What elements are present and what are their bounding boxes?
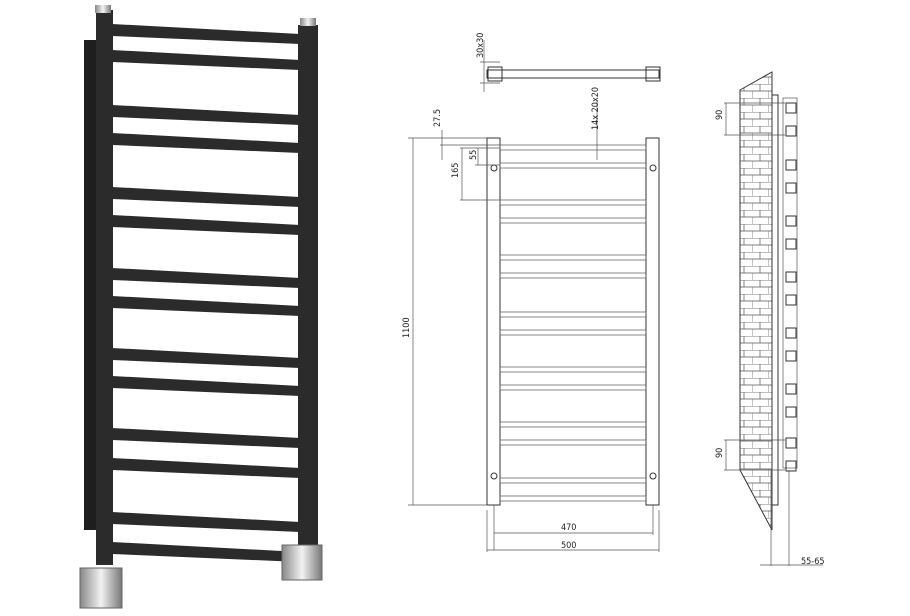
rail (112, 105, 300, 125)
rail (112, 458, 300, 478)
side-rail-section (785, 460, 797, 472)
top-view-post (645, 66, 661, 82)
wall-section (739, 71, 773, 531)
side-rail-section (785, 238, 797, 250)
valve-right (281, 544, 323, 581)
side-rail-section (785, 159, 797, 171)
left-post (96, 10, 113, 565)
side-rail-section (785, 125, 797, 137)
side-view-drawing (724, 71, 823, 566)
front-rail (499, 477, 647, 484)
front-rail (499, 421, 647, 428)
front-rail (499, 162, 647, 169)
right-post (298, 25, 318, 560)
side-rail-section (785, 182, 797, 194)
dim-width: 500 (561, 541, 576, 551)
bracket-hole (490, 164, 498, 172)
side-rail-section (785, 215, 797, 227)
rail (112, 133, 300, 153)
side-rail-section (785, 102, 797, 114)
side-post (782, 97, 798, 469)
front-rail (499, 199, 647, 206)
rail (112, 187, 300, 207)
front-rail (499, 254, 647, 261)
side-rail-section (785, 271, 797, 283)
radiator-photo (79, 5, 323, 609)
front-rail (499, 144, 647, 151)
rail (112, 50, 300, 70)
front-rail (499, 384, 647, 391)
front-rail (499, 217, 647, 224)
rail (112, 215, 300, 235)
valve-left (79, 567, 123, 609)
front-rail (499, 272, 647, 279)
rail (112, 268, 300, 288)
bracket-hole (649, 164, 657, 172)
bleed-valve (300, 18, 316, 26)
left-post-back (84, 40, 97, 530)
side-rail-section (785, 383, 797, 395)
rail (112, 376, 300, 396)
dim-axis-width: 470 (561, 523, 576, 533)
top-view-post (487, 66, 503, 82)
bracket-hole (490, 472, 498, 480)
dim-bracket-bottom: 90 (715, 448, 725, 458)
front-rail (499, 329, 647, 336)
rail (112, 24, 300, 44)
side-rail-section (785, 294, 797, 306)
top-view-bar (486, 69, 660, 79)
dim-pair-pitch: 165 (451, 163, 461, 178)
dim-top-offset: 27.5 (433, 109, 443, 127)
front-rail (499, 495, 647, 502)
rail (112, 512, 300, 532)
bleed-valve (95, 5, 111, 13)
side-rail-section (785, 327, 797, 339)
rail (112, 542, 300, 562)
dim-post-section: 30x30 (476, 33, 486, 58)
rail (112, 428, 300, 448)
dim-wall-distance: 55-65 (801, 557, 825, 567)
side-rail-section (785, 350, 797, 362)
bracket-hole (649, 472, 657, 480)
dim-bracket-top: 90 (715, 110, 725, 120)
dim-rails: 14x 20x20 (591, 87, 601, 130)
side-bracket-rail (771, 94, 779, 506)
side-rail-section (785, 406, 797, 418)
front-rail (499, 311, 647, 318)
side-rail-section (785, 437, 797, 449)
rail (112, 348, 300, 368)
front-view-drawing (408, 40, 661, 552)
front-post-left (486, 137, 501, 506)
front-rail (499, 366, 647, 373)
front-rail (499, 439, 647, 446)
rail (112, 296, 300, 316)
dim-rail-gap: 55 (469, 150, 479, 160)
dim-height: 1100 (402, 317, 412, 338)
front-post-right (645, 137, 660, 506)
